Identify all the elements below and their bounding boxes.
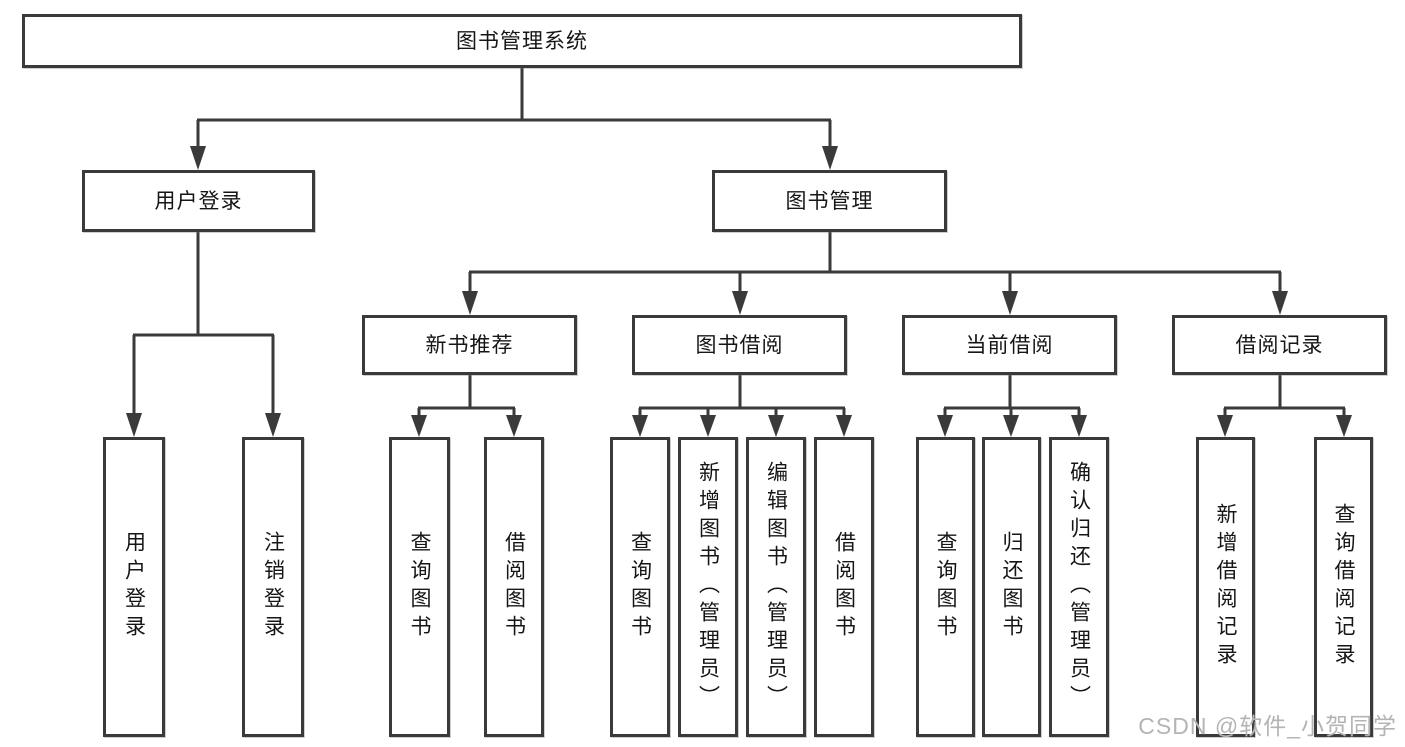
leaf-confirm-return-admin: 确认归还（管理员） [1049,437,1109,737]
leaf-user-login: 用户登录 [103,437,165,737]
leaf-add-books-admin: 新增图书（管理员） [678,437,738,737]
node-book-management: 图书管理 [712,170,947,232]
leaf-logout: 注销登录 [242,437,304,737]
leaf-query-borrow-record: 查询借阅记录 [1314,437,1373,737]
node-book-management-system: 图书管理系统 [22,14,1022,68]
leaf-query-books: 查询图书 [916,437,975,737]
node-new-book-recommendation: 新书推荐 [362,315,577,375]
node-user-login: 用户登录 [82,170,315,232]
leaf-return-books: 归还图书 [982,437,1041,737]
leaf-borrow-books: 借阅图书 [814,437,874,737]
leaf-edit-books-admin: 编辑图书（管理员） [746,437,806,737]
leaf-query-books: 查询图书 [610,437,670,737]
leaf-borrow-books: 借阅图书 [484,437,544,737]
leaf-add-borrow-record: 新增借阅记录 [1196,437,1255,737]
node-borrowing-records: 借阅记录 [1172,315,1387,375]
node-current-borrowing: 当前借阅 [902,315,1117,375]
leaf-query-books: 查询图书 [389,437,450,737]
node-book-borrowing: 图书借阅 [632,315,847,375]
